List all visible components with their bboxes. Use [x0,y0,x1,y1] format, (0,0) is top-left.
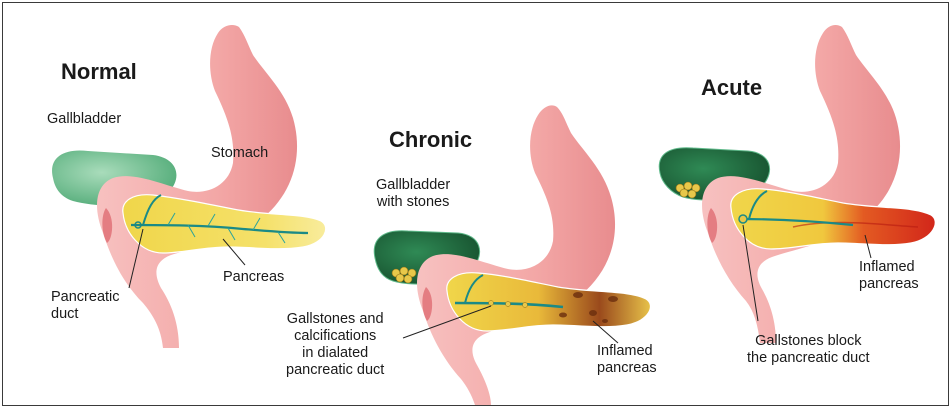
label-line: pancreas [597,360,657,377]
acute-panel-art [659,25,935,343]
panel-title-chronic: Chronic [389,127,472,153]
label-inflamed-pancreas-acute: Inflamed pancreas [859,259,919,293]
label-gallstones-calcifications: Gallstones and calcifications in dialate… [286,311,384,379]
label-line: Inflamed [597,343,657,360]
label-inflamed-pancreas-chronic: Inflamed pancreas [597,343,657,377]
label-line: Gallstones and [286,311,384,328]
panel-title-normal: Normal [61,59,137,85]
label-line: the pancreatic duct [747,350,870,367]
label-line: Gallbladder [376,177,450,194]
stomach-illustration [702,25,900,343]
label-line: Inflamed [859,259,919,276]
label-pancreatic-duct: Pancreatic duct [51,289,120,323]
label-line: pancreas [859,276,919,293]
label-line: calcifications [286,328,384,345]
label-line: in dialated [286,345,384,362]
label-line: with stones [376,194,450,211]
label-stomach: Stomach [211,145,268,162]
label-line: duct [51,306,120,323]
label-line: pancreatic duct [286,362,384,379]
label-gallstones-block: Gallstones block the pancreatic duct [747,333,870,367]
label-gallbladder: Gallbladder [47,111,121,128]
label-pancreas: Pancreas [223,269,284,286]
label-line: Gallstones block [747,333,870,350]
label-gallbladder-with-stones: Gallbladder with stones [376,177,450,211]
label-line: Pancreatic [51,289,120,306]
panel-title-acute: Acute [701,75,762,101]
